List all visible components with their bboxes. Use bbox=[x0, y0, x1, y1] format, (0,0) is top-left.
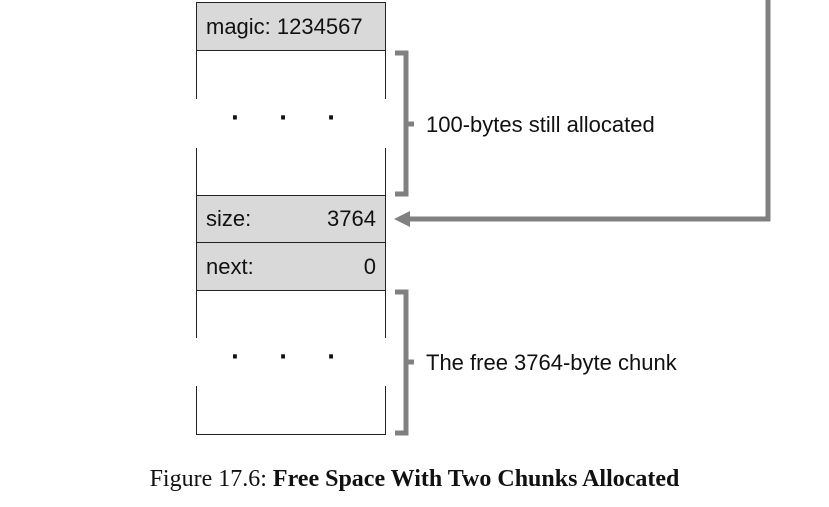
free-ellipsis: · · · bbox=[230, 345, 352, 370]
free-right-edge-top bbox=[385, 291, 386, 338]
allocated-ellipsis: · · · bbox=[230, 106, 352, 131]
size-value: 3764 bbox=[327, 206, 376, 231]
figure-caption: Figure 17.6: Free Space With Two Chunks … bbox=[0, 466, 829, 493]
allocated-left-edge-top bbox=[196, 51, 197, 99]
size-label: size: bbox=[206, 206, 252, 231]
free-right-edge-bottom bbox=[385, 386, 386, 435]
allocated-bracket bbox=[395, 50, 414, 197]
free-left-edge-bottom bbox=[196, 386, 197, 435]
free-bracket bbox=[395, 289, 414, 436]
free-bottom-edge bbox=[196, 434, 386, 435]
allocated-left-edge-bottom bbox=[196, 148, 197, 195]
caption-prefix: Figure 17.6: bbox=[149, 466, 273, 492]
free-left-edge-top bbox=[196, 291, 197, 338]
magic-header-cell: magic: 1234567 bbox=[196, 2, 386, 51]
free-annotation: The free 3764-byte chunk bbox=[426, 350, 677, 375]
next-label: next: bbox=[206, 253, 254, 279]
head-pointer-arrow bbox=[394, 0, 771, 227]
allocated-right-edge-top bbox=[385, 51, 386, 99]
next-value: 0 bbox=[363, 253, 376, 279]
next-cell: next: 0 bbox=[196, 242, 386, 291]
caption-title: Free Space With Two Chunks Allocated bbox=[272, 466, 680, 492]
allocated-right-edge-bottom bbox=[385, 148, 386, 195]
magic-label: magic: 1234567 bbox=[206, 13, 363, 39]
allocated-annotation: 100-bytes still allocated bbox=[426, 112, 655, 137]
